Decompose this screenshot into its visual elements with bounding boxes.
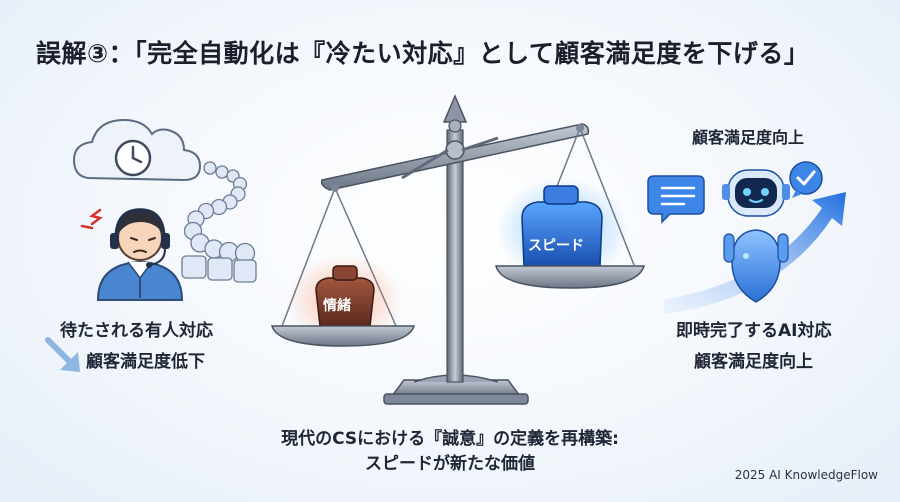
right-label-satisfaction-up: 顧客満足度向上 (694, 352, 813, 372)
down-arrow-icon (45, 337, 80, 372)
left-label-waiting: 待たされる有人対応 (60, 321, 213, 341)
page-title: 誤解③：「完全自動化は『冷たい対応』として顧客満足度を下げる」 (36, 39, 810, 68)
left-label-satisfaction-down: 顧客満足度低下 (86, 352, 205, 372)
credit-text: 2025 AI KnowledgeFlow (734, 468, 878, 482)
right-label-instant-ai: 即時完了するAI対応 (676, 321, 832, 341)
left-pan (270, 325, 416, 347)
weight-emotion-label: 情緒 (323, 298, 351, 314)
operator-avatar (96, 208, 184, 301)
left-illustration (45, 118, 257, 372)
right-label-satisfaction-up-top: 顧客満足度向上 (692, 128, 805, 147)
weight-speed-label: スピード (528, 238, 584, 254)
bottom-caption-line2: スピードが新たな価値 (365, 454, 535, 474)
check-bubble-icon (789, 161, 823, 198)
chat-bubble-icon (647, 175, 705, 224)
queue-icon (181, 161, 257, 283)
right-illustration (647, 161, 846, 314)
right-pan (495, 265, 645, 289)
balance-scale (270, 94, 645, 405)
bottom-caption-line1: 現代のCSにおける『誠意』の定義を再構築: (281, 429, 619, 449)
stress-icon (80, 208, 103, 230)
robot-avatar (722, 169, 790, 303)
up-arrow-icon (664, 192, 846, 314)
weight-emotion (315, 265, 375, 327)
weight-speed (521, 185, 603, 267)
clock-icon (114, 139, 152, 177)
